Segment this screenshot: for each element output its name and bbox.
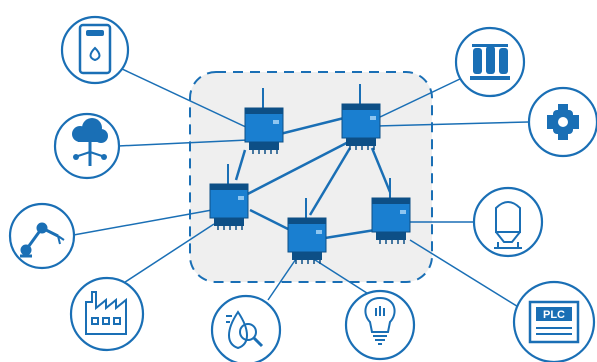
endpoint-links bbox=[67, 67, 529, 309]
filter-tanks-icon bbox=[470, 44, 510, 80]
gateway-links bbox=[234, 116, 392, 240]
robot-arm-circle bbox=[8, 202, 76, 270]
tank-icon bbox=[78, 23, 112, 75]
factory-icon bbox=[85, 291, 127, 335]
tank-circle bbox=[60, 15, 130, 85]
plc-icon: PLC bbox=[528, 300, 580, 344]
plc-circle bbox=[512, 280, 596, 362]
smart-bulb-icon bbox=[364, 296, 396, 345]
smart-bulb-circle bbox=[344, 289, 416, 361]
robot-arm-icon bbox=[20, 222, 65, 258]
pump-icon bbox=[547, 104, 579, 140]
water-meter-icon bbox=[226, 310, 264, 350]
cloud-network-icon bbox=[72, 118, 108, 166]
silo-circle bbox=[472, 186, 544, 258]
silo-icon bbox=[494, 201, 522, 249]
factory-circle bbox=[69, 276, 145, 352]
plc-label: PLC bbox=[543, 309, 565, 321]
